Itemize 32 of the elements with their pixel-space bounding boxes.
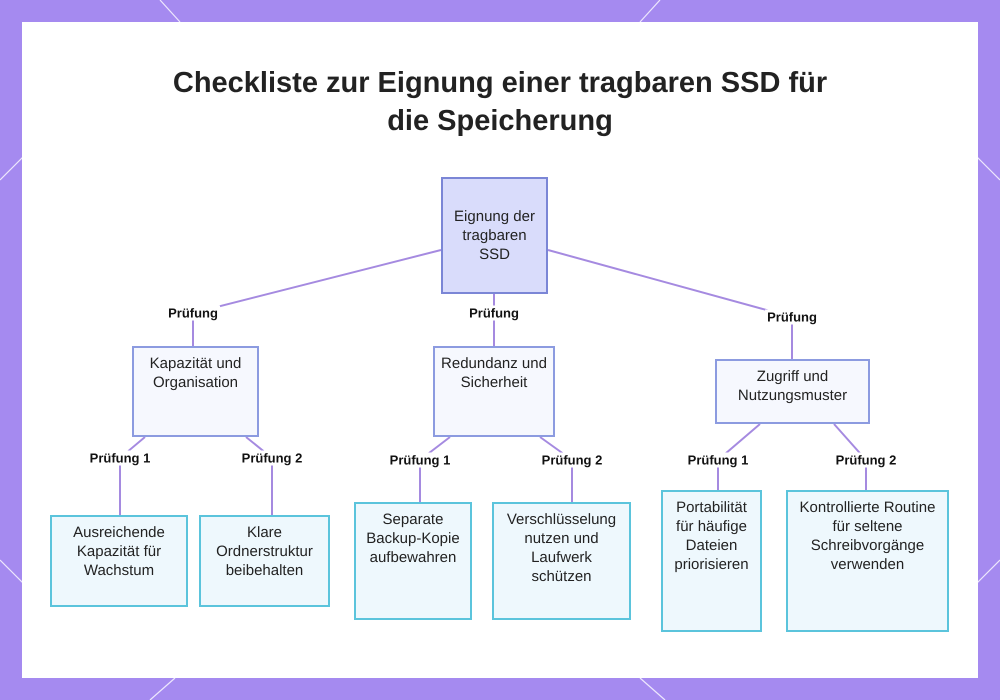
node-text: Redundanz und Sicherheit	[440, 354, 548, 392]
category-box	[715, 359, 870, 424]
edge-label: Prüfung 1	[388, 452, 452, 468]
checklist-item-box	[354, 502, 472, 620]
edge-label: Prüfung	[467, 306, 521, 320]
edge-label: Prüfung 2	[540, 452, 604, 468]
node-text: Separate Backup-Kopie aufbewahren	[365, 510, 461, 567]
root-box	[441, 177, 548, 294]
checklist-item-box	[786, 490, 949, 632]
edge-label: Prüfung	[765, 310, 819, 324]
node-text: Klare Ordnerstruktur beibehalten	[215, 523, 314, 580]
checklist-item-box	[492, 502, 631, 620]
checklist-item-box	[199, 515, 330, 607]
edge-label: Prüfung 1	[686, 452, 750, 468]
node-text: Kontrollierte Routine für seltene Schreibvorgänge verwenden	[798, 498, 936, 574]
connector-line	[548, 249, 793, 359]
node-text: Zugriff und Nutzungsmuster	[736, 367, 848, 405]
edge-label: Prüfung	[166, 306, 220, 320]
node-text: Ausreichende Kapazität für Wachstum	[72, 523, 166, 580]
category-box	[132, 346, 259, 437]
checklist-item-box	[50, 515, 188, 607]
connector-line	[192, 249, 442, 346]
category-box	[433, 346, 555, 437]
checklist-item-box	[661, 490, 762, 632]
node-text: Kapazität und Organisation	[148, 354, 242, 392]
title: Checkliste zur Eignung einer tragbaren SSD für die Speicherung	[172, 66, 828, 139]
edge-label: Prüfung 1	[88, 450, 152, 466]
edge-label: Prüfung 2	[240, 450, 304, 466]
node-text: Portabilität für häufige Dateien priorisieren	[673, 498, 750, 574]
edge-label: Prüfung 2	[834, 452, 898, 468]
node-text: Verschlüsselung nutzen und Laufwerk schützen	[506, 510, 618, 586]
node-text: Eignung der tragbaren SSD	[453, 207, 536, 264]
